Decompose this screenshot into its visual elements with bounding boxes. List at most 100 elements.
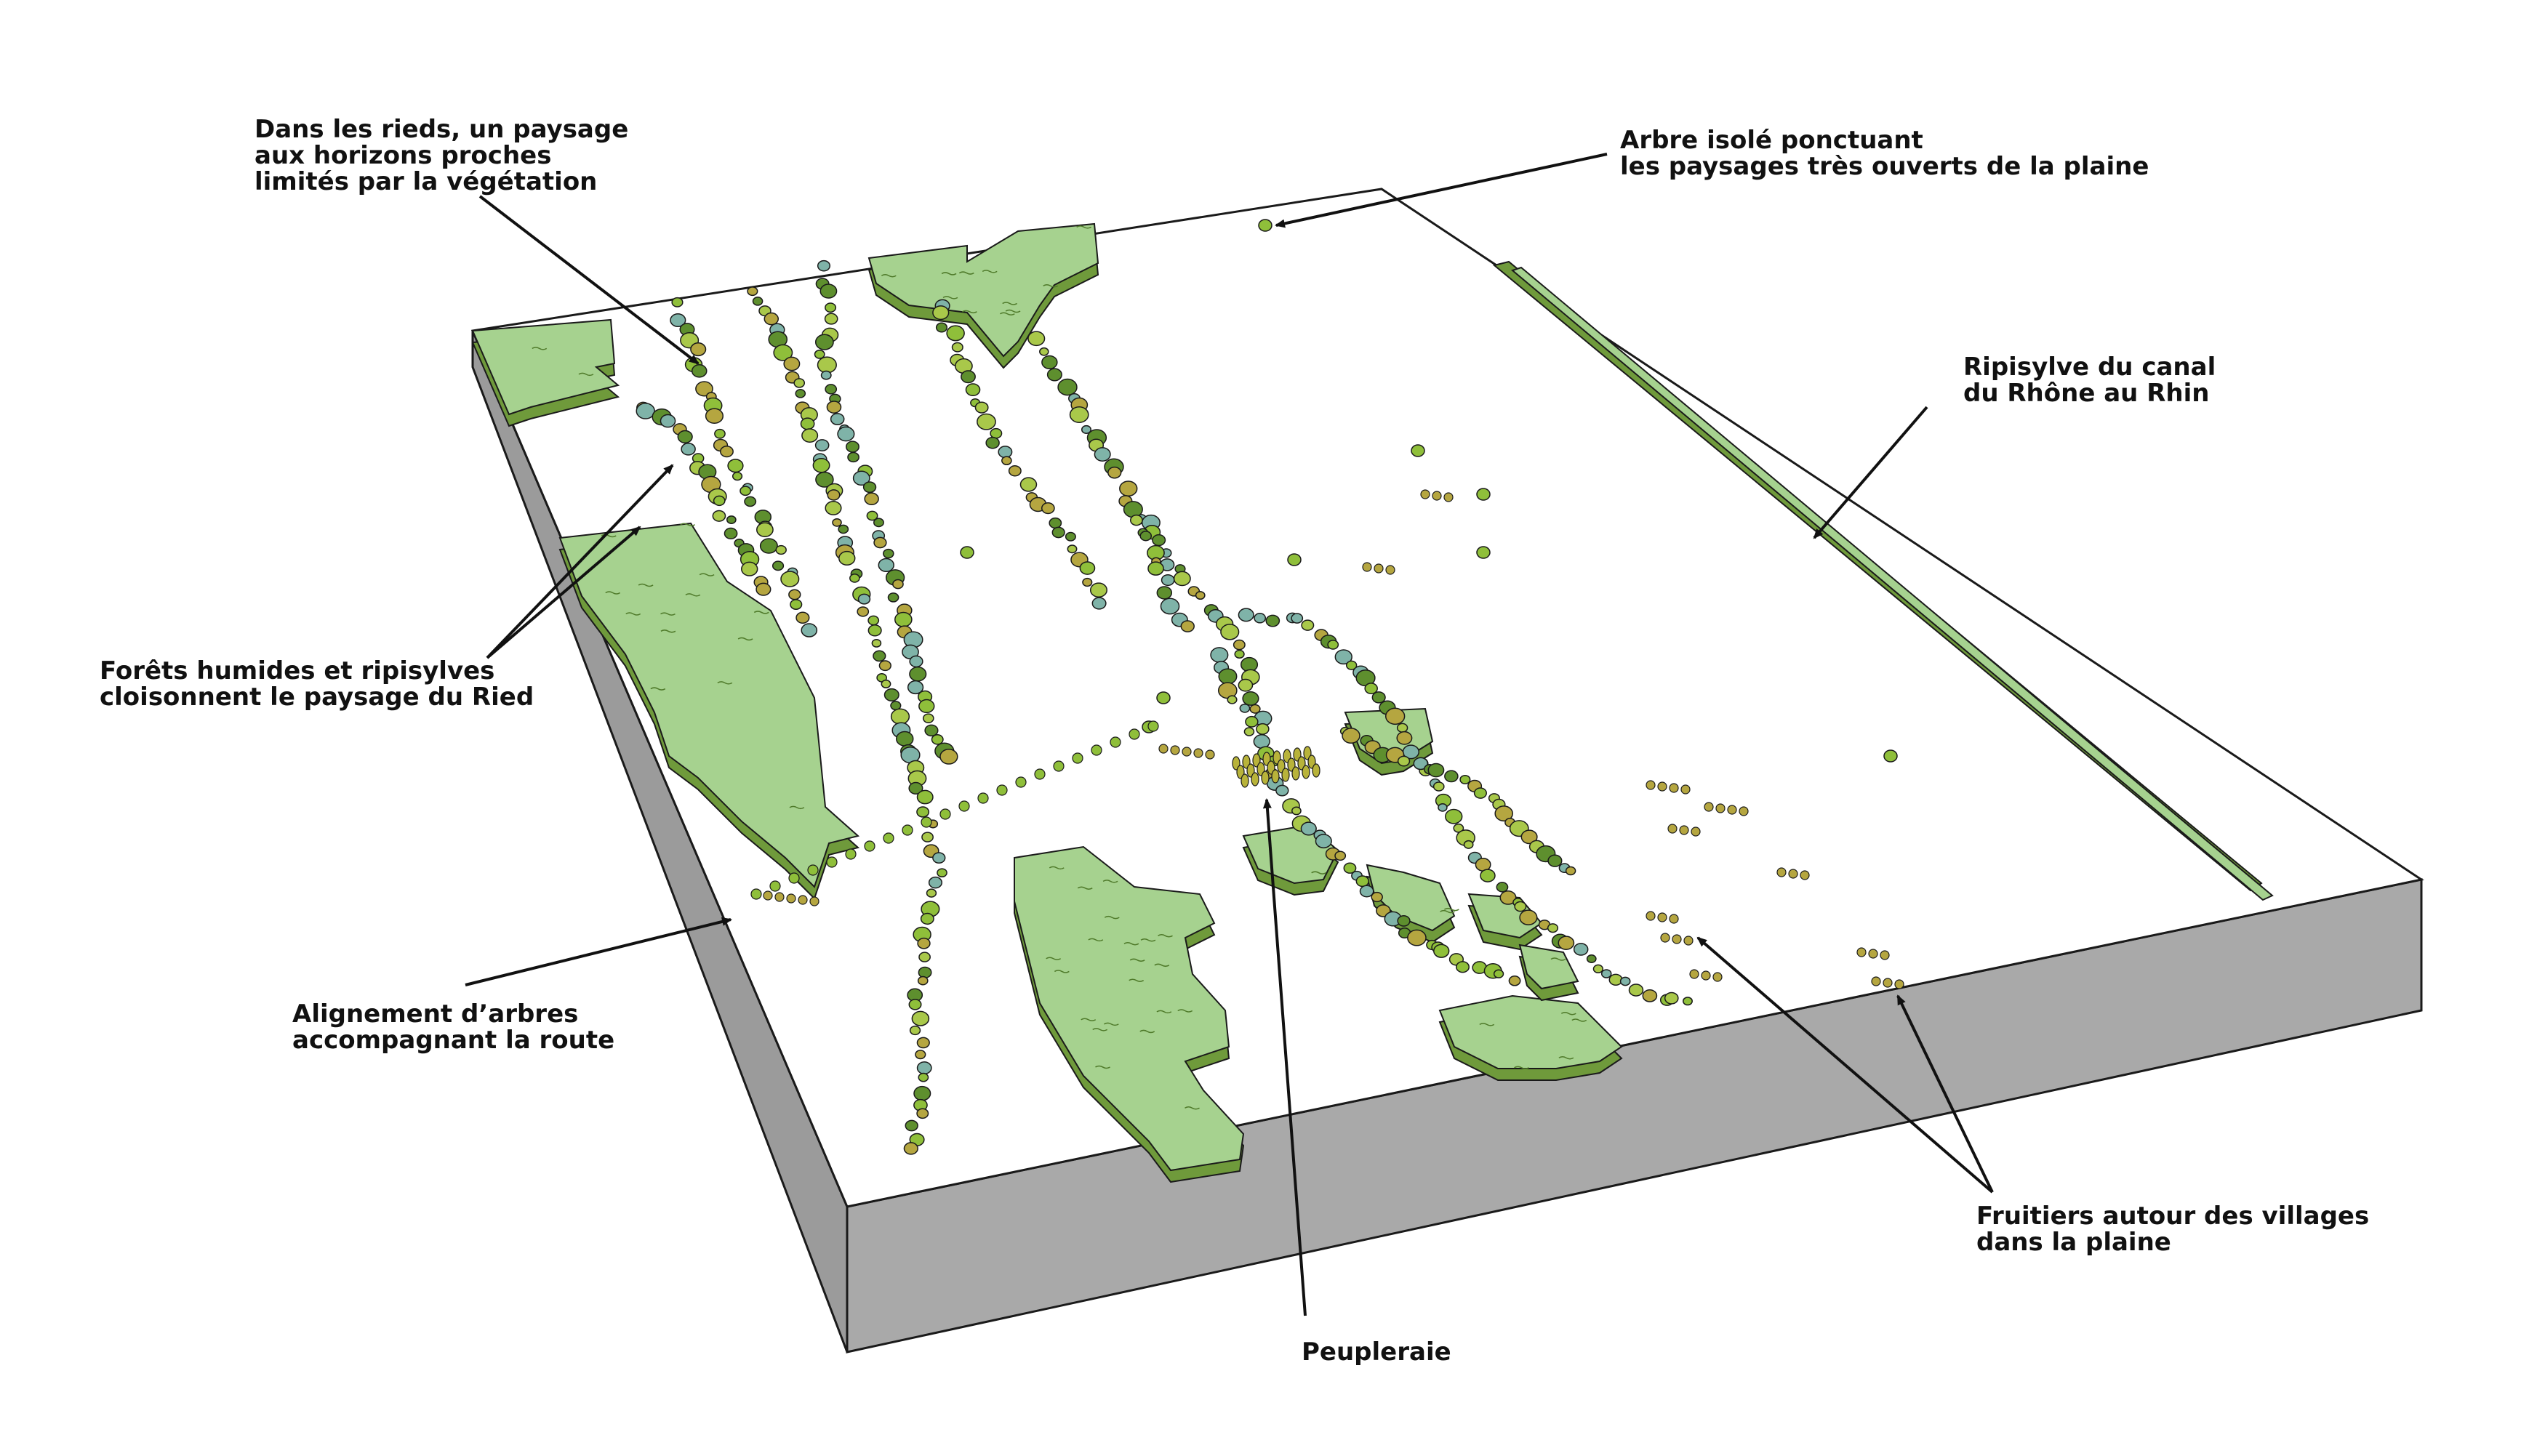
label-arbre-isole-line-1: Arbre isolé ponctuant — [1620, 126, 1923, 155]
tree — [1371, 891, 1383, 903]
tree — [720, 445, 734, 458]
tree — [911, 1010, 930, 1026]
forest-texture — [1550, 957, 1566, 961]
tree — [867, 615, 880, 626]
tree — [812, 457, 830, 473]
tree — [1218, 668, 1238, 685]
tree — [1107, 466, 1122, 479]
forest-texture — [1440, 909, 1455, 914]
forest-texture — [717, 681, 733, 685]
forest-patch — [867, 222, 1099, 369]
tree — [752, 297, 764, 306]
tree — [965, 383, 981, 397]
forest-texture — [680, 523, 696, 526]
forest-patch — [1242, 824, 1339, 896]
isolated-tree — [1156, 691, 1171, 704]
tree — [690, 342, 707, 357]
tree — [741, 561, 758, 576]
tree — [1291, 613, 1304, 624]
fruit-tree — [1374, 563, 1384, 574]
poplar-tree — [1271, 769, 1280, 784]
tree — [1334, 850, 1347, 861]
tree — [1445, 808, 1463, 824]
tree — [1239, 703, 1251, 713]
tree — [1082, 577, 1093, 587]
road-tree — [769, 880, 781, 892]
label-peupleraie-line-1: Peupleraie — [1302, 1338, 1451, 1367]
tree — [909, 655, 923, 668]
arrow-forets-a — [486, 464, 674, 659]
fruit-tree — [1871, 976, 1881, 986]
tree — [1619, 976, 1631, 986]
road-tree — [750, 888, 762, 900]
tree — [881, 679, 891, 688]
fruit-tree — [774, 892, 785, 902]
tree — [862, 481, 877, 494]
tree — [1041, 355, 1058, 370]
fruit-tree — [1657, 781, 1667, 792]
tree — [677, 430, 693, 444]
label-peupleraie: Peupleraie — [1302, 1339, 1451, 1365]
forest-texture — [1571, 1018, 1587, 1022]
tree — [946, 325, 965, 342]
forest-texture — [625, 612, 641, 616]
arrow-ripisylve-canal — [1813, 406, 1928, 539]
arrow-alignement — [465, 917, 732, 986]
tree — [915, 1050, 926, 1060]
tree — [932, 305, 950, 321]
tree — [838, 550, 856, 566]
tree — [817, 356, 837, 374]
poplar-tree — [1241, 773, 1249, 788]
forest-texture — [961, 310, 977, 314]
road-tree — [977, 792, 989, 804]
tree — [764, 312, 779, 326]
tree — [724, 527, 738, 539]
tree — [1342, 728, 1360, 744]
tree — [1173, 571, 1191, 587]
fruit-tree — [1683, 936, 1694, 946]
tree — [1147, 561, 1164, 576]
tree — [926, 888, 937, 898]
label-forets: Forêts humides et ripisylves cloisonnent… — [100, 658, 534, 710]
tree — [1496, 882, 1509, 893]
tree — [705, 408, 724, 424]
tree — [1628, 984, 1644, 997]
tree — [1592, 964, 1604, 974]
tree — [1397, 755, 1411, 767]
road-tree — [1015, 776, 1027, 788]
tree — [727, 459, 744, 473]
tree — [800, 417, 815, 430]
tree — [1520, 829, 1538, 845]
tree — [1480, 869, 1496, 882]
tree — [795, 611, 810, 624]
tree — [908, 999, 922, 1010]
tree — [819, 283, 838, 299]
forest-texture — [1140, 938, 1156, 942]
tree — [892, 579, 904, 590]
label-forets-line-1: Forêts humides et ripisylves — [100, 656, 495, 685]
road-tree — [958, 800, 970, 812]
canal-bank-south — [1510, 266, 2274, 901]
tree — [1355, 875, 1370, 888]
isolated-tree — [1476, 546, 1491, 559]
forest-texture — [1092, 1028, 1108, 1031]
tree — [1396, 731, 1413, 745]
tree — [830, 413, 845, 426]
tree — [1265, 614, 1280, 627]
forest-texture — [1514, 1066, 1529, 1070]
tree — [998, 446, 1013, 459]
tree — [726, 515, 737, 524]
fruit-tree — [1646, 780, 1656, 790]
forest-texture — [1049, 866, 1065, 870]
tree — [1301, 619, 1315, 631]
fruit-tree — [1856, 947, 1867, 957]
tree — [1123, 501, 1143, 518]
tree — [907, 680, 924, 695]
tree — [1682, 997, 1693, 1006]
tree — [932, 852, 946, 864]
tree — [1547, 854, 1563, 867]
fruit-tree — [1657, 912, 1667, 922]
tree — [837, 426, 855, 442]
label-fruitiers-line-2: dans la plaine — [1976, 1228, 2171, 1257]
tree — [1494, 805, 1513, 822]
